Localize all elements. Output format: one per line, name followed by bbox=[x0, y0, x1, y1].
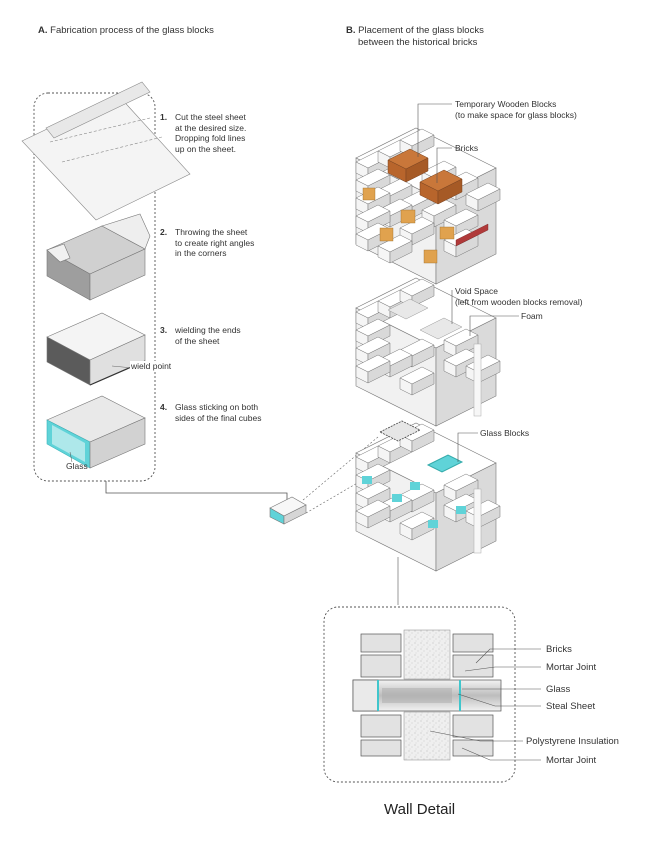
section-a-text: Fabrication process of the glass blocks bbox=[50, 25, 214, 36]
detail-leaders bbox=[429, 648, 541, 761]
wall-detail-section bbox=[352, 629, 502, 761]
small-glass-block bbox=[269, 496, 307, 525]
step3-welded-box bbox=[46, 312, 146, 386]
detail-label-mortar-joint-2: Mortar Joint bbox=[546, 755, 597, 766]
step2-folded-sheet bbox=[46, 213, 151, 301]
section-b-text-line2: between the historical bricks bbox=[358, 37, 478, 48]
step4-glass-box bbox=[46, 395, 146, 469]
void-space-label: Void Space (left from wooden blocks remo… bbox=[455, 286, 583, 307]
section-a-letter: A. bbox=[38, 25, 48, 36]
glass-label: Glass bbox=[66, 461, 88, 471]
section-b-letter: B. bbox=[346, 25, 356, 36]
connector-line bbox=[105, 481, 288, 502]
temporary-wooden-blocks-label: Temporary Wooden Blocks (to make space f… bbox=[455, 99, 577, 120]
wall-with-void-and-foam bbox=[355, 277, 501, 427]
bricks-callout-label: Bricks bbox=[455, 143, 479, 153]
glass-blocks-label: Glass Blocks bbox=[480, 428, 530, 438]
wield-point-label: wield point bbox=[130, 361, 173, 372]
detail-label-glass: Glass bbox=[546, 684, 571, 695]
step-2-number: 2. bbox=[160, 227, 168, 237]
wall-detail-panel bbox=[323, 606, 516, 783]
detail-label-polystyrene: Polystyrene Insulation bbox=[526, 736, 619, 747]
step-3-number: 3. bbox=[160, 325, 168, 335]
step-1-text: Cut the steel sheet at the desired size.… bbox=[175, 112, 247, 154]
detail-label-steal-sheet: Steal Sheet bbox=[546, 701, 596, 712]
wall-with-glass-blocks bbox=[355, 420, 501, 572]
detail-label-mortar-joint-1: Mortar Joint bbox=[546, 662, 597, 673]
section-a-title: A. Fabrication process of the glass bloc… bbox=[38, 25, 214, 37]
step-1-number: 1. bbox=[160, 112, 168, 122]
step-4-text: Glass sticking on both sides of the fina… bbox=[175, 402, 262, 423]
step1-flat-sheet bbox=[21, 81, 191, 221]
step-2-text: Throwing the sheet to create right angle… bbox=[175, 227, 255, 258]
wall-detail-title: Wall Detail bbox=[384, 801, 456, 818]
detail-label-bricks: Bricks bbox=[546, 644, 572, 655]
foam-label: Foam bbox=[521, 311, 543, 321]
step-3-text: wielding the ends of the sheet bbox=[175, 325, 241, 346]
step-4-number: 4. bbox=[160, 402, 168, 412]
callout-leaders bbox=[397, 103, 519, 605]
section-b-text-line1: Placement of the glass blocks bbox=[358, 25, 484, 36]
section-b-title: B. Placement of the glass blocks between… bbox=[346, 25, 484, 49]
